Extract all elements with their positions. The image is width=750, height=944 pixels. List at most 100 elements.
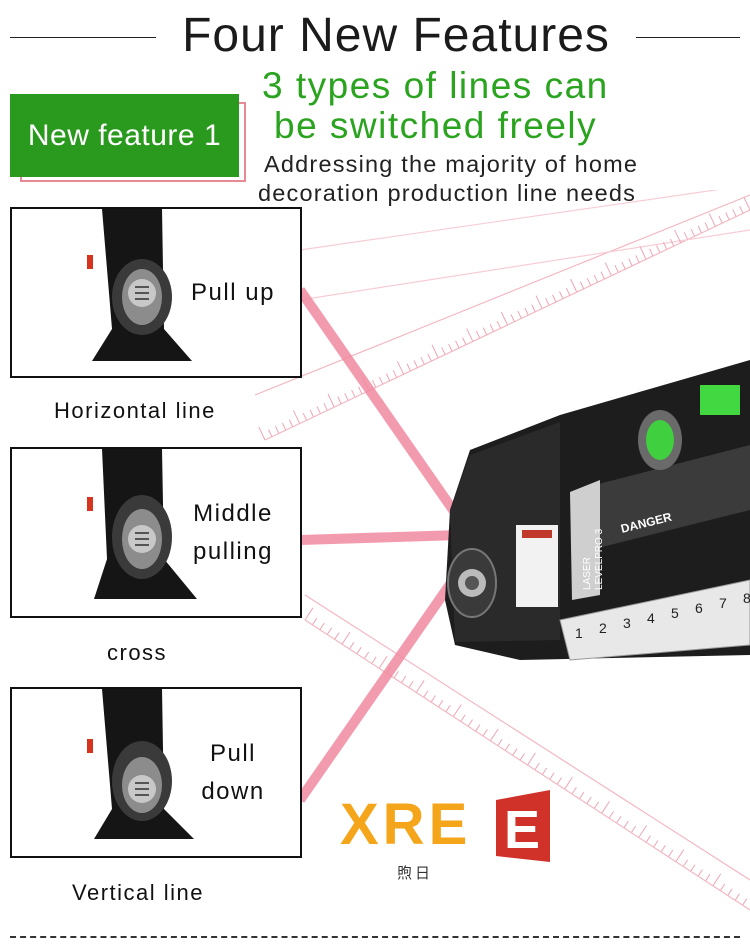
brand-logo: XRE <box>340 790 471 860</box>
ruler-tick <box>579 281 585 290</box>
ruler-tick <box>371 656 377 664</box>
ruler-tick <box>455 340 460 349</box>
ruler-tick <box>288 419 294 428</box>
ruler-tick <box>524 307 529 316</box>
ruler-tick <box>400 675 407 684</box>
mode-text-pull-up: Pull up <box>178 209 288 376</box>
ruler-tick <box>734 893 740 901</box>
ruler-tick <box>549 772 555 780</box>
ruler-tick <box>708 213 716 227</box>
ruler-tick <box>406 363 411 372</box>
ruler-tick <box>635 255 640 263</box>
device-model-2: LEVELPRO 3 <box>594 528 605 590</box>
subline-line-2: decoration production line needs <box>258 180 637 206</box>
ruler-tick <box>675 849 685 862</box>
device-side-pull-down-icon <box>87 689 194 839</box>
ruler-tick <box>653 840 659 848</box>
ruler-tick <box>427 353 432 362</box>
ruler-tick <box>727 888 733 896</box>
brand-subtitle: 煦日 <box>397 865 434 882</box>
ruler-tick <box>628 258 633 267</box>
headline-line-1: 3 types of lines can <box>262 65 609 106</box>
ruler-tick <box>535 295 543 309</box>
feature-subline: Addressing the majority of home decorati… <box>258 150 698 208</box>
ruler-tick <box>408 680 414 688</box>
ruler-tick <box>674 229 682 244</box>
ruler-tick <box>341 631 351 645</box>
ruler-tick <box>697 869 703 877</box>
ruler-tick <box>600 271 605 280</box>
ruler-tick <box>448 343 453 352</box>
device-side-pull-up-icon <box>87 209 192 361</box>
ruler-tick <box>462 337 467 345</box>
ruler-tick <box>742 898 748 906</box>
ruler-tick <box>656 245 661 253</box>
ruler-tick <box>423 690 429 698</box>
device-ruler-number: 8 <box>743 590 750 606</box>
page-title: Four New Features <box>182 9 610 62</box>
ruler-tick <box>552 294 557 303</box>
ruler-tick <box>697 225 702 234</box>
device-ruler-number: 1 <box>575 625 583 641</box>
ruler-tick <box>712 873 722 887</box>
ruler-tick <box>496 320 502 329</box>
caption-cross: cross <box>107 640 168 665</box>
ruler-tick <box>475 724 481 732</box>
ruler-grid-lower <box>304 594 750 911</box>
device-ruler-number: 7 <box>719 595 727 611</box>
ruler-tick <box>344 393 349 401</box>
ruler-tick <box>460 714 466 722</box>
mode-box-pull-down: Pull down <box>10 687 302 858</box>
ruler-tick <box>337 396 342 405</box>
device-ruler-number: 6 <box>695 600 703 616</box>
ruler-tick <box>304 607 314 621</box>
ruler-tick <box>578 791 585 800</box>
ruler-tick <box>349 642 355 650</box>
caption-horizontal-line: Horizontal line <box>54 398 216 423</box>
mode-label-line-2: pulling <box>193 537 273 565</box>
title-rule-right <box>636 37 740 38</box>
mode-box-pull-up: Pull up <box>10 207 302 378</box>
ruler-tick <box>500 311 508 326</box>
ruler-tick <box>586 796 592 804</box>
mode-label-line-1: Pull <box>209 739 257 767</box>
brand-e-frame-icon: E <box>496 790 550 862</box>
ruler-tick <box>623 820 629 829</box>
svg-text:E: E <box>504 800 540 860</box>
title-rule-left <box>10 37 156 38</box>
headline-line-2: be switched freely <box>274 105 598 146</box>
ruler-tick <box>489 324 495 332</box>
device-side-middle-icon <box>87 449 197 599</box>
ruler-tick <box>392 370 398 378</box>
ruler-tick <box>512 748 518 756</box>
ruler-tick <box>565 287 571 296</box>
device-ruler-number: 2 <box>599 620 607 636</box>
ruler-tick <box>438 700 444 708</box>
ruler-tick <box>334 632 340 640</box>
ruler-tick <box>556 777 562 785</box>
mode-text-middle-pulling: Middle pulling <box>178 449 288 616</box>
ruler-tick <box>704 222 709 230</box>
ruler-tick <box>323 402 328 411</box>
ruler-tick <box>660 845 666 853</box>
ruler-tick <box>621 261 626 270</box>
ruler-tick <box>489 728 499 742</box>
ruler-tick <box>504 743 511 751</box>
ruler-tick <box>378 376 384 385</box>
device-ruler-number: 5 <box>671 605 679 621</box>
ruler-tick <box>281 422 287 431</box>
ruler-tick <box>718 215 723 224</box>
ruler-tick <box>358 386 363 395</box>
device-ruler-number: 3 <box>623 615 631 631</box>
ruler-tick <box>586 278 592 286</box>
ruler-tick <box>732 209 737 217</box>
ruler-tick <box>645 835 651 843</box>
ruler-tick <box>302 412 308 421</box>
ruler-tick <box>431 344 439 359</box>
ruler-tick <box>413 360 418 368</box>
mode-label-line-2: down <box>201 777 265 805</box>
device-model-1: LASER <box>582 557 593 590</box>
ruler-tick <box>519 753 525 761</box>
ruler-tick <box>268 429 273 437</box>
